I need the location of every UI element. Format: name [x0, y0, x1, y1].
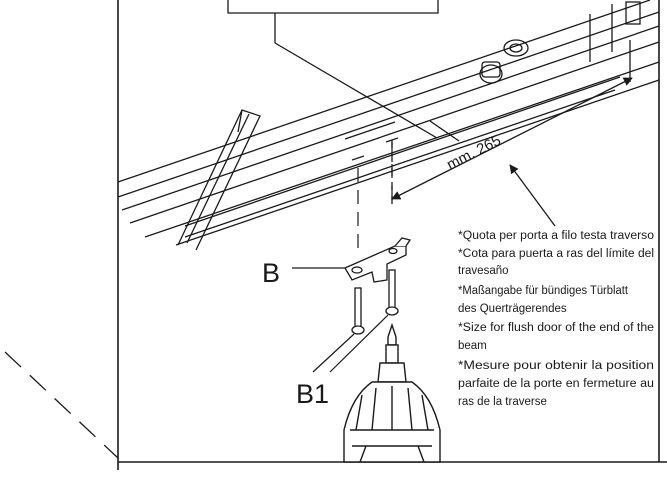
- screw-leaders: [312, 314, 389, 373]
- note-line: *Mesure pour obtenir la position: [458, 360, 654, 372]
- roller-wheel: [479, 39, 529, 84]
- note-line: parfaite de la porte en fermeture au: [458, 378, 654, 390]
- note-line: *Size for flush door of the end of the: [458, 322, 654, 334]
- arrow-icon: [509, 164, 556, 227]
- label-b: B: [262, 258, 280, 288]
- notes-block: *Quota per porta a filo testa traverso *…: [458, 230, 654, 408]
- label-b1: B1: [296, 379, 329, 409]
- header-beam: [117, 0, 660, 251]
- note-line: travesaño: [458, 265, 509, 277]
- dimension-line: [391, 40, 633, 205]
- note-line: *Cota para puerta a ras del límite del: [458, 248, 654, 260]
- note-line: *Maßangabe für bündiges Türblatt: [458, 285, 629, 297]
- bracket-icon: [344, 237, 412, 283]
- note-line: beam: [458, 340, 487, 352]
- screw-icon: [351, 269, 399, 335]
- center-lines: [351, 137, 399, 250]
- note-line: ras de la traverse: [458, 396, 547, 408]
- drill-icon: [343, 322, 441, 463]
- dashed-guide: [4, 351, 119, 459]
- note-line: des Querträgerendes: [458, 303, 567, 315]
- note-line: *Quota per porta a filo testa traverso: [458, 230, 654, 242]
